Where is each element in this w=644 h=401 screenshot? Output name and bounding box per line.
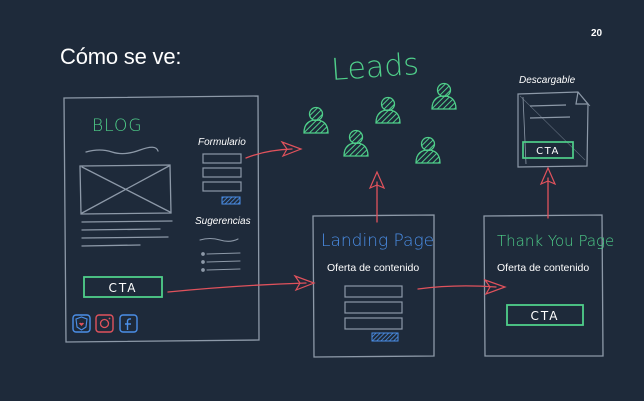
thank-you-cta-label: CTA <box>531 309 560 323</box>
lead-person-icon <box>431 82 457 110</box>
shield-heart-icon <box>72 314 91 333</box>
landing-page-title: Landing Page <box>321 231 434 251</box>
blog-title: BLOG <box>92 116 143 136</box>
arrow-heads <box>280 140 557 296</box>
lead-person-icon <box>303 106 329 134</box>
downloadable-label: Descargable <box>519 75 576 86</box>
flow-arrows <box>167 148 549 293</box>
suggestions-label: Sugerencias <box>195 216 251 227</box>
blog-form-submit <box>221 196 241 205</box>
suggestions-list <box>199 237 241 272</box>
blog-page <box>63 95 260 343</box>
downloadable-document-icon <box>517 91 591 168</box>
landing-page-form <box>344 285 403 330</box>
form-label: Formulario <box>198 137 246 148</box>
thank-you-page-box <box>483 214 604 357</box>
arrow-landing-to-thankyou <box>417 285 497 290</box>
blog-cta-label: CTA <box>109 281 138 295</box>
lead-person-icon <box>375 96 401 124</box>
leads-label: Leads <box>330 47 420 88</box>
landing-page-submit <box>371 332 399 342</box>
thank-you-cta-box <box>506 304 584 326</box>
downloadable-cta-label: CTA <box>536 146 560 157</box>
lead-person-icon <box>415 136 441 164</box>
facebook-icon <box>119 314 138 333</box>
lead-person-icon <box>343 129 369 157</box>
landing-page-box <box>312 214 435 358</box>
thank-you-page-title: Thank You Page <box>497 232 614 250</box>
landing-page-subtitle: Oferta de contenido <box>327 262 420 274</box>
arrow-form-to-leads <box>245 148 293 159</box>
downloadable-cta-box <box>522 141 574 159</box>
blog-form <box>202 153 242 192</box>
instagram-icon <box>95 314 114 333</box>
blog-cta-box <box>83 276 163 298</box>
arrow-cta-to-landing <box>167 282 307 293</box>
slide-title: Cómo se ve: <box>60 44 182 69</box>
thank-you-page-subtitle: Oferta de contenido <box>497 262 590 274</box>
page-number: 20 <box>591 28 603 39</box>
